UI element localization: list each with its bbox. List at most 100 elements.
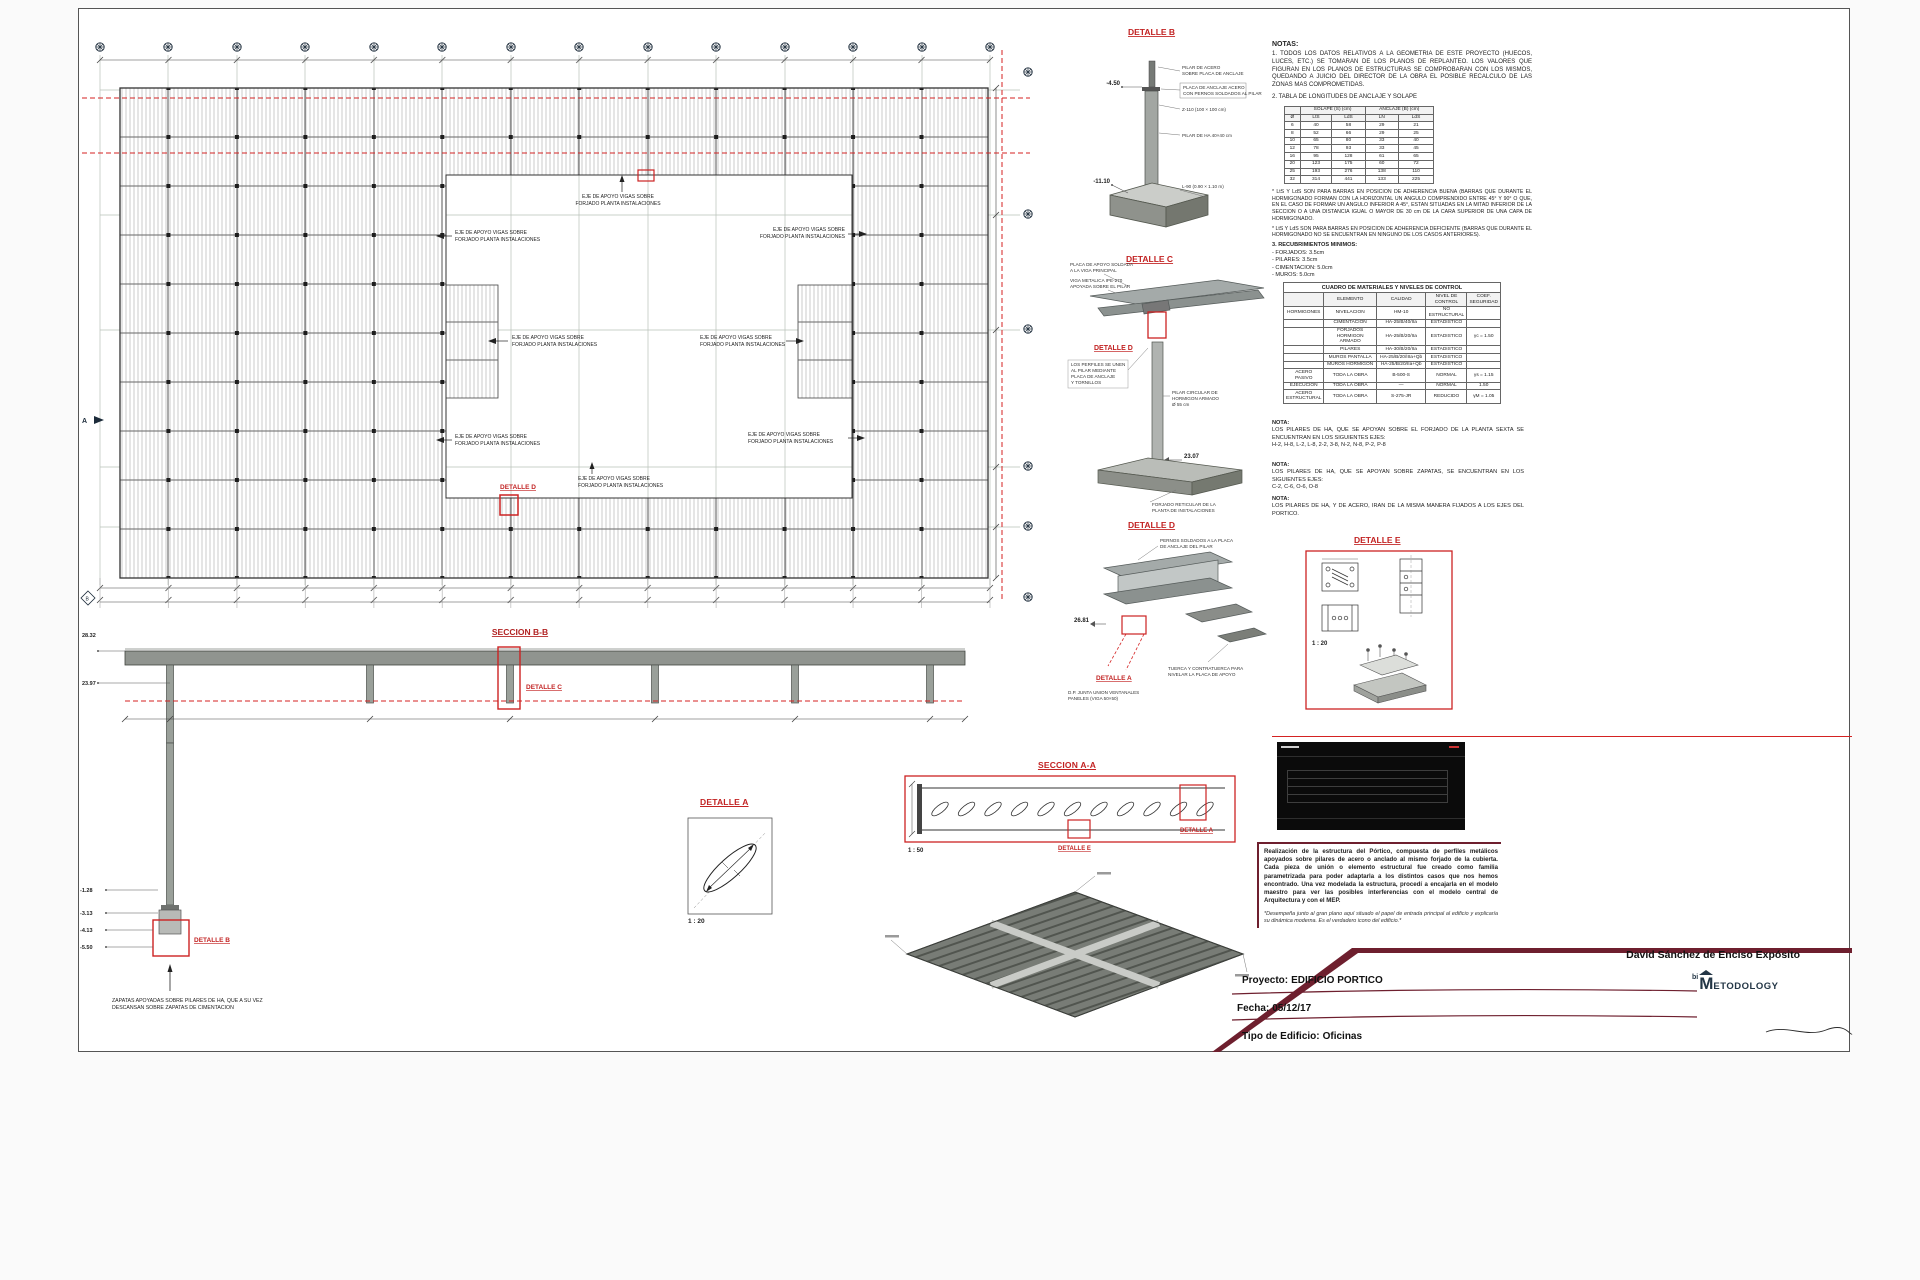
svg-text:PLACA DE ANCLAJE ACERO: PLACA DE ANCLAJE ACERO <box>1183 85 1245 90</box>
materials-table: CUADRO DE MATERIALES Y NIVELES DE CONTRO… <box>1282 281 1501 404</box>
table-cell: HA-25/B/20/IIIa+Qb <box>1375 353 1427 362</box>
description-note: *Desempeña junto al gran plano aquí situ… <box>1264 910 1498 924</box>
svg-text:-11.10: -11.10 <box>1093 179 1110 185</box>
table-cell: REDUCIDO <box>1425 389 1468 404</box>
svg-text:CON PERNOS SOLDADOS AL PILAR: CON PERNOS SOLDADOS AL PILAR <box>1183 91 1262 96</box>
detalle-a-box <box>1121 615 1147 635</box>
svg-text:L-90 (0.90 × 1.10 m): L-90 (0.90 × 1.10 m) <box>1182 184 1224 189</box>
table-cell: 52 <box>1299 129 1333 138</box>
seccion-bb-detalle-c-callout: DETALLE C <box>497 646 562 710</box>
svg-text:Y TORNILLOS: Y TORNILLOS <box>1071 380 1101 385</box>
nota-star-1: * LtS Y LdS SON PARA BARRAS EN POSICION … <box>1272 188 1532 222</box>
detalle-d-box <box>1147 311 1167 339</box>
logo-bi: bi <box>1692 974 1699 981</box>
svg-text:PLACA DE APOYO SOLDADA: PLACA DE APOYO SOLDADA <box>1070 262 1134 267</box>
svg-text:LOS PERFILES SE UNEN: LOS PERFILES SE UNEN <box>1071 362 1125 367</box>
base-plate <box>161 905 179 910</box>
table-cell: 193 <box>1299 167 1333 177</box>
col-solape: SOLAPE (S) (cm) <box>1299 105 1366 115</box>
detalle-b-annotations: PILAR DE ACERO SOBRE PLACA DE ANCLAJE PL… <box>1157 65 1262 198</box>
eje-label-lower-right: EJE DE APOYO VIGAS SOBRE FORJADO PLANTA … <box>748 432 865 445</box>
table-cell <box>1282 318 1325 328</box>
svg-text:FORJADO PLANTA INSTALACIONES: FORJADO PLANTA INSTALACIONES <box>512 342 598 348</box>
footing <box>158 909 182 935</box>
svg-text:-1.28: -1.28 <box>80 888 93 894</box>
plate-side-view <box>1399 555 1423 617</box>
table-cell: 61 <box>1364 152 1400 161</box>
table-cell <box>1282 345 1325 354</box>
leader-arrow-icon <box>436 437 444 443</box>
table-cell: 33 <box>1364 144 1400 154</box>
table-cell: 133 <box>1364 175 1400 184</box>
table-cell: NORMAL <box>1425 381 1468 391</box>
pillar <box>166 742 174 906</box>
table-cell: 78 <box>1299 144 1333 154</box>
table-cell: 60 <box>1364 159 1400 169</box>
table-cell: S-275-JR <box>1375 389 1427 404</box>
anchor-length-table: SOLAPE (S) (cm) ANCLAJE (B) (cm) Ø LtS L… <box>1284 105 1434 184</box>
table-cell <box>1466 305 1501 320</box>
table-cell: ACERO PASIVO <box>1282 368 1325 383</box>
project-row: Proyecto:EDIFICIO PORTICO <box>1242 975 1383 986</box>
signature-curve <box>1765 1027 1853 1035</box>
detalle-d-view: DETALLE D PERNOS SOLDADOS A LA PLACA DE … <box>1068 520 1268 701</box>
table-cell: 25 <box>1398 129 1434 138</box>
table-cell: 225 <box>1398 175 1434 184</box>
detalle-e-view: DETALLE E 1 : 20 <box>1305 535 1453 710</box>
nota-2-title: 2. TABLA DE LONGITUDES DE ANCLAJE Y SOLA… <box>1272 94 1417 101</box>
table-cell: 93 <box>1331 144 1366 154</box>
seccion-bb-title: SECCION B-B <box>492 627 548 637</box>
table-cell: NIVELACION <box>1323 305 1377 320</box>
svg-text:DE ANCLAJE DEL PILAR: DE ANCLAJE DEL PILAR <box>1160 544 1213 549</box>
svg-text:AL PILAR MEDIANTE: AL PILAR MEDIANTE <box>1071 368 1116 373</box>
truss-lens-row <box>931 801 1214 817</box>
table-cell: 314 <box>1299 175 1333 184</box>
foundation-detail: DETALLE B -1.28 -3.13 -4.13 -5.50 <box>80 742 230 991</box>
leader-arrow-icon <box>488 338 496 344</box>
building-type-label: Tipo de Edificio: <box>1242 1031 1320 1042</box>
table-cell: γM = 1.05 <box>1466 389 1501 404</box>
circular-pillar <box>1151 341 1164 471</box>
svg-text:FORJADO RETICULAR DE LA: FORJADO RETICULAR DE LA <box>1152 502 1217 507</box>
courtyard-outline <box>445 174 853 499</box>
table-cell: 12 <box>1284 144 1301 154</box>
svg-text:A LA VIGA PRINCIPAL: A LA VIGA PRINCIPAL <box>1070 268 1117 273</box>
section-marker-b-label: B <box>86 597 90 603</box>
detalle-e-label: DETALLE E <box>1058 846 1091 852</box>
table-cell <box>1466 353 1501 362</box>
svg-text:EJE DE APOYO VIGAS SOBRE: EJE DE APOYO VIGAS SOBRE <box>455 434 528 440</box>
table-cell: 110 <box>1398 167 1434 177</box>
detalle-d-label: DETALLE D <box>500 484 536 491</box>
foundation-levels: -1.28 -3.13 -4.13 -5.50 <box>80 888 158 951</box>
software-screenshot <box>1277 742 1465 830</box>
logo-house-roof-icon <box>1699 970 1714 975</box>
logo-m: M <box>1699 970 1713 993</box>
section-levels: 28.32 23.97 <box>82 633 170 687</box>
svg-text:-4.13: -4.13 <box>80 928 93 934</box>
table-cell: 45 <box>1398 144 1434 154</box>
slab-annotation: FORJADO RETICULAR DE LA PLANTA DE INSTAL… <box>1149 489 1217 513</box>
red-dash-leaders <box>1107 633 1145 671</box>
table-cell: PILARES <box>1323 345 1377 354</box>
table-cell: 441 <box>1331 175 1366 184</box>
plan-small-red-callout <box>637 169 655 182</box>
table-cell: 72 <box>1398 159 1434 169</box>
beam-assembly-iso <box>1089 279 1265 317</box>
table-cell <box>1282 360 1325 370</box>
leader-arrow-icon <box>436 233 444 239</box>
table-cell <box>1282 326 1325 347</box>
table-cell: HA-30/B/20/IIa <box>1375 345 1427 354</box>
svg-text:FORJADO PLANTA INSTALACIONES: FORJADO PLANTA INSTALACIONES <box>455 441 541 447</box>
channel-section-view <box>1321 604 1359 632</box>
table-cell: 66 <box>1331 129 1366 138</box>
col-anclaje: ANCLAJE (B) (cm) <box>1364 105 1434 115</box>
project-value: EDIFICIO PORTICO <box>1291 975 1383 986</box>
anchor-assembly-iso <box>1353 644 1427 704</box>
seccion-aa-scale: 1 : 50 <box>908 848 924 854</box>
detalle-b-levels: -4.50 -11.10 <box>1093 81 1142 194</box>
pillar-annotation: PILAR CIRCULAR DE HORMIGON ARMADO Ø 55 c… <box>1163 390 1219 407</box>
